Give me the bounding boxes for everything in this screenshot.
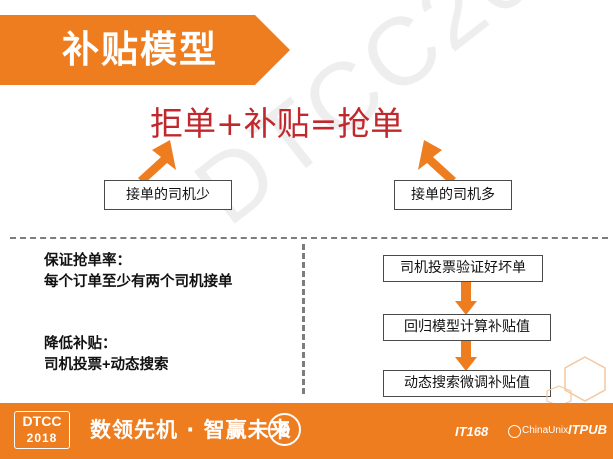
reduce-detail: 司机投票+动态搜索 — [44, 357, 169, 373]
step-regression-model: 回归模型计算补贴值 — [383, 314, 551, 341]
horizontal-divider — [10, 237, 608, 239]
edition-number: 9 — [268, 413, 301, 446]
down-arrow-icon — [455, 281, 477, 315]
up-arrow-icon — [418, 140, 456, 184]
sponsor-it168: IT168 — [455, 424, 489, 439]
sponsor-itpub: ITPUB — [568, 422, 607, 437]
up-arrow-icon — [138, 140, 176, 184]
conference-slogan: 数领先机 · 智赢未来 — [90, 418, 292, 442]
vertical-divider — [302, 244, 305, 394]
goal-heading: 保证抢单率： — [44, 253, 131, 269]
dtcc-logo-year: 2018 — [26, 431, 58, 445]
chinaunix-icon — [508, 425, 521, 438]
hexagon-decoration-icon — [564, 356, 606, 402]
high-accept-label: 接单的司机多 — [394, 180, 512, 210]
low-accept-label: 接单的司机少 — [104, 180, 232, 210]
step-dynamic-search: 动态搜索微调补贴值 — [383, 370, 551, 397]
sponsor-chinaunix: ChinaUnix — [522, 425, 569, 436]
step-driver-vote: 司机投票验证好坏单 — [383, 255, 543, 282]
down-arrow-icon — [455, 340, 477, 371]
reduce-heading: 降低补贴： — [44, 336, 117, 352]
title-banner — [0, 15, 290, 85]
slide-title: 补贴模型 — [62, 28, 218, 71]
dtcc-logo — [14, 411, 70, 449]
goal-detail: 每个订单至少有两个司机接单 — [44, 274, 233, 290]
dtcc-logo-name: DTCC — [22, 413, 62, 429]
formula-text: 拒单+补贴=抢单 — [150, 104, 404, 143]
